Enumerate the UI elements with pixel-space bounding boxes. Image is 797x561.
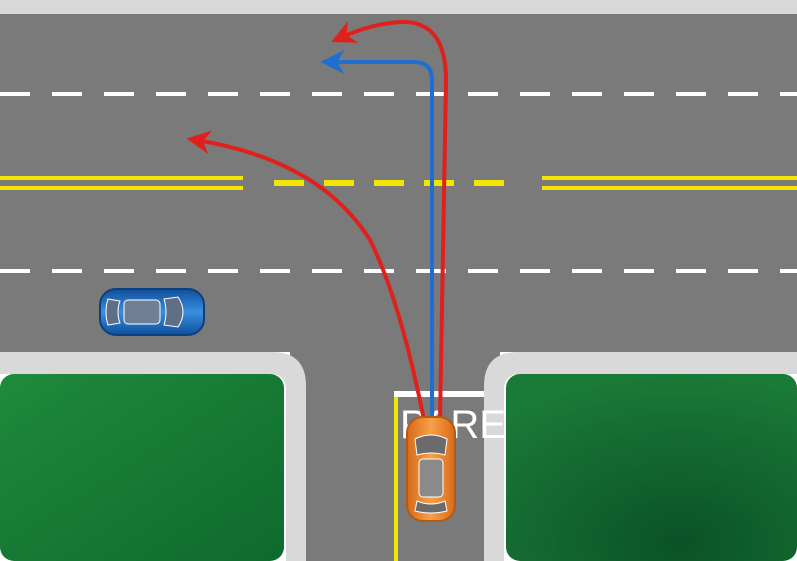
- orange-car: [406, 416, 456, 522]
- route-red-straight: [331, 19, 449, 421]
- right-grass: [506, 374, 797, 561]
- center-line: [0, 176, 797, 190]
- left-curb: [0, 352, 306, 561]
- top-sidewalk: [0, 0, 797, 14]
- route-red-left: [186, 130, 426, 421]
- route-blue: [320, 50, 434, 420]
- right-curb: [484, 352, 797, 561]
- left-grass: [0, 374, 284, 561]
- blue-car: [99, 288, 205, 336]
